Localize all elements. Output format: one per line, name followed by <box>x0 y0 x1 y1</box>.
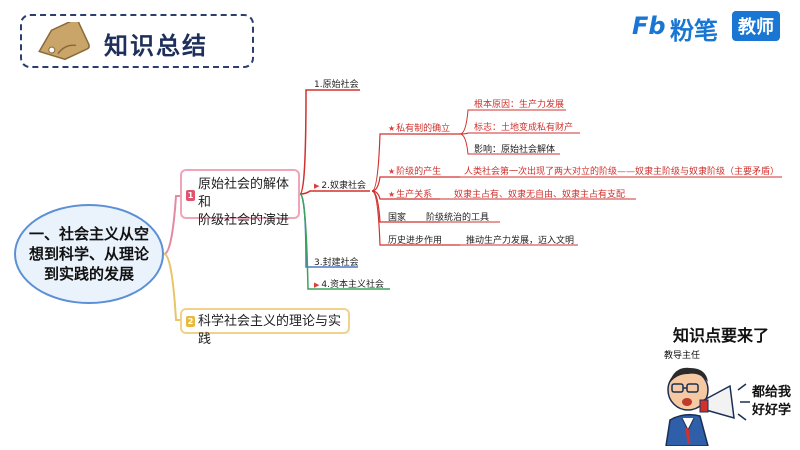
brand-logo-mark: Fb <box>632 12 666 40</box>
shout-line-2: 好好学 <box>752 403 792 418</box>
brand-name: 粉笔 <box>670 17 718 45</box>
node-class-origin-desc: 人类社会第一次出现了两大对立的阶级——奴隶主阶级与奴隶阶级（主要矛盾） <box>464 167 780 177</box>
branch-number-badge: 2 <box>186 316 195 327</box>
teacher-with-megaphone-icon <box>665 367 750 446</box>
price-tag-icon <box>38 22 90 61</box>
node-historical-role-desc: 推动生产力发展，迈入文明 <box>466 236 575 246</box>
branch-number-badge: 1 <box>186 190 195 201</box>
node-root-cause: 根本原因：生产力发展 <box>474 100 565 110</box>
node-production-relations: 生产关系 <box>388 187 432 200</box>
page-title: 知识总结 <box>104 32 208 60</box>
root-line-1: 一、社会主义从空 <box>28 225 149 243</box>
node-private-ownership-label: 私有制的确立 <box>396 124 451 134</box>
node-capitalist-society-label: 4.资本主义社会 <box>321 280 384 290</box>
node-production-relations-desc: 奴隶主占有、奴隶无自由、奴隶主占有支配 <box>454 190 626 200</box>
node-private-ownership: 私有制的确立 <box>388 121 450 134</box>
shout-line-1: 都给我 <box>752 385 792 400</box>
mascot-role-label: 教导主任 <box>664 351 701 361</box>
mascot-shout-text: 都给我 好好学 <box>752 384 798 420</box>
branch1-line-2: 阶级社会的演进 <box>198 213 290 228</box>
title-frame <box>20 14 254 68</box>
node-state: 国家 <box>388 213 407 223</box>
node-class-origin-label: 阶级的产生 <box>396 167 442 177</box>
node-feudal-society: 3.封建社会 <box>314 258 359 268</box>
root-line-3: 到实践的发展 <box>43 265 134 283</box>
node-effect: 影响：原始社会解体 <box>474 145 556 155</box>
branch2-label: 科学社会主义的理论与实践 <box>198 314 342 347</box>
branch-scientific-socialism: 2 科学社会主义的理论与实践 <box>180 308 350 347</box>
branch1-line-1: 原始社会的解体和 <box>198 177 290 210</box>
root-topic: 一、社会主义从空 想到科学、从理论 到实践的发展 <box>14 204 164 304</box>
node-capitalist-society: 4.资本主义社会 <box>314 277 384 290</box>
node-slave-society-label: 2.奴隶社会 <box>321 181 366 191</box>
root-line-2: 想到科学、从理论 <box>28 245 149 263</box>
node-sign: 标志：土地变成私有财产 <box>474 123 574 133</box>
node-state-desc: 阶级统治的工具 <box>426 213 490 223</box>
node-class-origin: 阶级的产生 <box>388 164 441 177</box>
node-slave-society: 2.奴隶社会 <box>314 178 366 191</box>
node-production-relations-label: 生产关系 <box>396 190 433 200</box>
node-primitive-society: 1.原始社会 <box>314 80 359 90</box>
speech-bubble-title: 知识点要来了 <box>673 326 770 345</box>
node-historical-role: 历史进步作用 <box>388 236 443 246</box>
branch-primitive-to-class-society: 1 原始社会的解体和 阶级社会的演进 <box>180 169 300 228</box>
brand-badge: 教师 <box>732 11 780 41</box>
